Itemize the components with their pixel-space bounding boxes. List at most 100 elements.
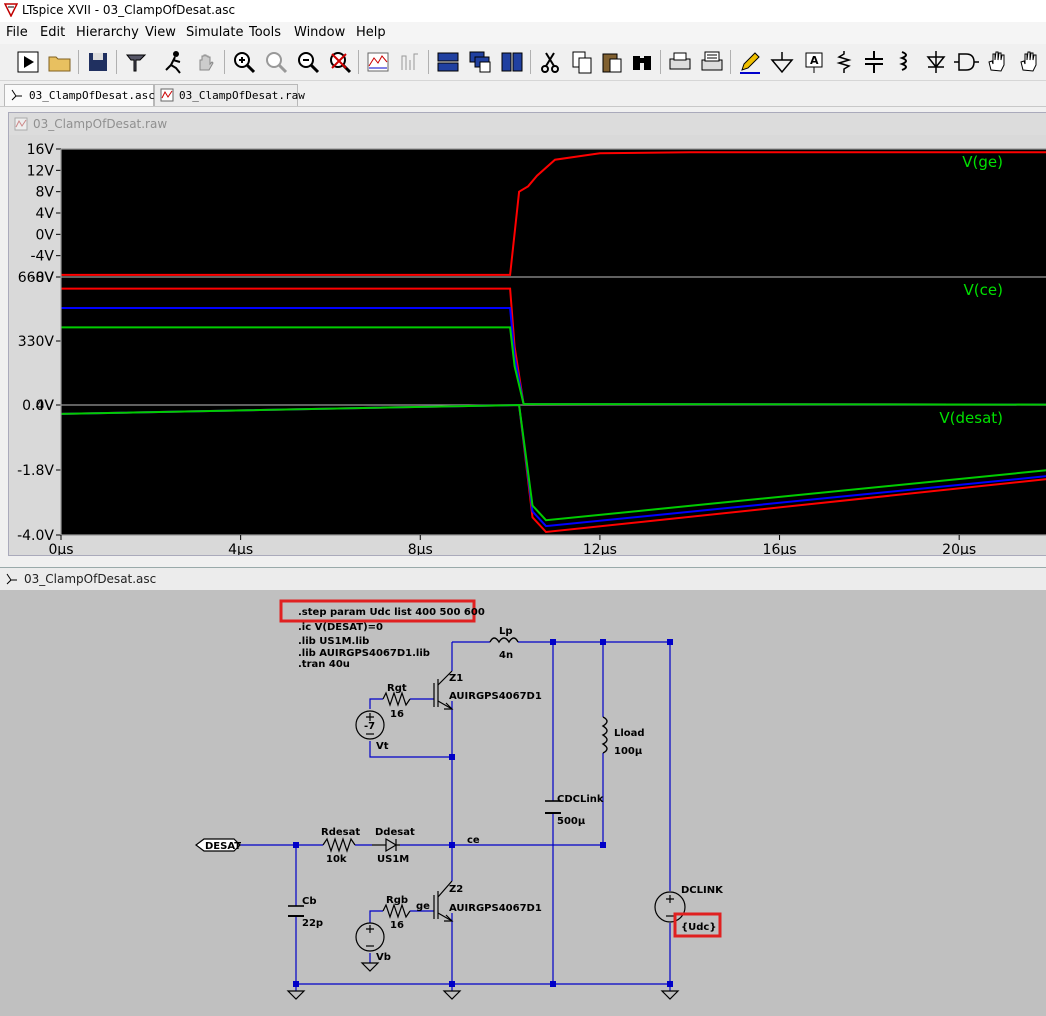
lload-inductor-symbol[interactable]	[601, 716, 608, 754]
dclink-name: DCLINK	[681, 885, 724, 896]
schematic-canvas[interactable]: .step param Udc list 400 500 600.ic V(DE…	[0, 592, 1046, 1016]
menu-file[interactable]: File	[6, 25, 28, 40]
draw-wire-pencil-icon[interactable]	[736, 48, 764, 76]
pan-hand-icon[interactable]	[192, 48, 220, 76]
z1-igbt-symbol[interactable]	[433, 670, 454, 710]
diode-icon[interactable]	[922, 48, 950, 76]
menu-tools[interactable]: Tools	[249, 25, 282, 40]
resistor-icon[interactable]	[830, 48, 858, 76]
zoom-full-icon[interactable]	[262, 48, 290, 76]
trace-Udc=400	[61, 326, 1046, 406]
lload-name: Lload	[614, 728, 645, 739]
x-tick-label: 16µs	[763, 542, 797, 555]
menu-view[interactable]: View	[145, 25, 176, 40]
highlight-udc-box	[673, 912, 722, 938]
zoom-out-icon[interactable]	[294, 48, 322, 76]
highlight-step-box	[279, 599, 476, 623]
ddesat-value: US1M	[377, 854, 409, 865]
menu-edit[interactable]: Edit	[40, 25, 66, 40]
print-setup-icon[interactable]	[698, 48, 726, 76]
inductor-icon[interactable]	[890, 48, 918, 76]
schematic-window-title: 03_ClampOfDesat.asc	[24, 572, 157, 586]
tab-waveform[interactable]: 03_ClampOfDesat.raw	[154, 84, 305, 106]
capacitor-icon[interactable]	[860, 48, 888, 76]
halt-runner-icon[interactable]	[160, 48, 188, 76]
open-folder-icon[interactable]	[46, 48, 74, 76]
lp-value: 4n	[499, 650, 513, 661]
plot-background	[61, 149, 1046, 535]
lp-name: Lp	[499, 626, 513, 637]
menu-help[interactable]: Help	[356, 25, 386, 40]
ddesat-diode-symbol[interactable]	[372, 837, 400, 853]
spice-directive: .lib AUIRGPS4067D1.lib	[298, 648, 430, 659]
window-title: LTspice XVII - 03_ClampOfDesat.asc	[22, 3, 236, 17]
cancel-zoom-icon[interactable]	[326, 48, 354, 76]
y-tick-label: -4V	[30, 249, 54, 265]
print-icon[interactable]	[666, 48, 694, 76]
x-tick-label: 4µs	[228, 542, 253, 555]
y-tick-label: 660V	[18, 270, 55, 286]
dclink-voltage-source-symbol[interactable]	[654, 891, 686, 923]
svg-text:A: A	[810, 54, 819, 67]
rdesat-resistor-symbol[interactable]	[322, 837, 356, 853]
cut-scissors-icon[interactable]	[536, 48, 564, 76]
copy-icon[interactable]	[568, 48, 596, 76]
menu-hierarchy[interactable]: Hierarchy	[76, 25, 139, 40]
menu-simulate[interactable]: Simulate	[186, 25, 244, 40]
tab-schematic[interactable]: 03_ClampOfDesat.asc	[4, 84, 155, 106]
drag-hand-icon[interactable]	[1016, 48, 1044, 76]
find-binoculars-icon[interactable]	[628, 48, 656, 76]
rgb-value: 16	[390, 920, 404, 931]
paste-icon[interactable]	[598, 48, 626, 76]
tile-vertical-icon[interactable]	[498, 48, 526, 76]
y-tick-label: 330V	[18, 334, 55, 350]
net-label-icon[interactable]: A	[800, 48, 828, 76]
move-hand-icon[interactable]	[984, 48, 1012, 76]
vt-value: -7	[364, 721, 375, 732]
z2-igbt-symbol[interactable]	[433, 880, 454, 922]
component-gate-icon[interactable]	[952, 48, 980, 76]
rgb-resistor-symbol[interactable]	[382, 903, 411, 919]
waveform-window-titlebar: 03_ClampOfDesat.raw	[9, 113, 1046, 135]
y-tick-label: 0V	[36, 398, 55, 414]
net-label-ce: ce	[467, 835, 480, 846]
y-tick-label: 4V	[36, 206, 55, 222]
z1-model: AUIRGPS4067D1	[449, 691, 542, 702]
schematic-window: 03_ClampOfDesat.asc	[0, 567, 1046, 1016]
cb-name: Cb	[302, 896, 317, 907]
cdclink-name: CDCLink	[557, 794, 604, 805]
autorange-icon[interactable]	[364, 48, 392, 76]
schematic-wires	[240, 641, 671, 991]
desat-port-label: DESAT	[205, 841, 241, 852]
vb-voltage-source-symbol[interactable]	[355, 922, 385, 952]
save-icon[interactable]	[84, 48, 112, 76]
rgt-name: Rgt	[387, 683, 407, 694]
rgb-name: Rgb	[386, 895, 408, 906]
cb-capacitor-symbol[interactable]	[288, 905, 304, 917]
y-tick-label: 16V	[27, 142, 55, 158]
document-tabs: 03_ClampOfDesat.asc 03_ClampOfDesat.raw	[0, 82, 1046, 107]
trace-V(ge)	[61, 151, 1046, 276]
desat-port[interactable]	[195, 838, 241, 852]
y-tick-label: -4.0V	[17, 528, 54, 544]
cascade-icon[interactable]	[466, 48, 494, 76]
schematic-icon	[11, 89, 22, 101]
waveform-plot[interactable]: -8V-4V0V4V8V12V16VV(ge)0V330V660VV(ce)-4…	[9, 137, 1046, 555]
z2-model: AUIRGPS4067D1	[449, 903, 542, 914]
y-tick-label: 0V	[36, 227, 55, 243]
vt-voltage-source-symbol[interactable]	[355, 710, 385, 740]
menu-window[interactable]: Window	[294, 25, 346, 40]
rgt-resistor-symbol[interactable]	[382, 691, 411, 707]
ground-icon[interactable]	[768, 48, 796, 76]
fft-icon[interactable]	[396, 48, 424, 76]
title-bar: LTspice XVII - 03_ClampOfDesat.asc	[0, 0, 1046, 22]
control-panel-icon[interactable]	[122, 48, 150, 76]
rdesat-name: Rdesat	[321, 827, 360, 838]
lp-inductor-symbol[interactable]	[489, 637, 519, 644]
ground-symbols	[286, 962, 680, 1000]
tile-horizontal-icon[interactable]	[434, 48, 462, 76]
zoom-in-icon[interactable]	[230, 48, 258, 76]
lload-value: 100µ	[614, 746, 643, 757]
run-icon[interactable]	[14, 48, 42, 76]
cdclink-capacitor-symbol[interactable]	[545, 800, 561, 814]
